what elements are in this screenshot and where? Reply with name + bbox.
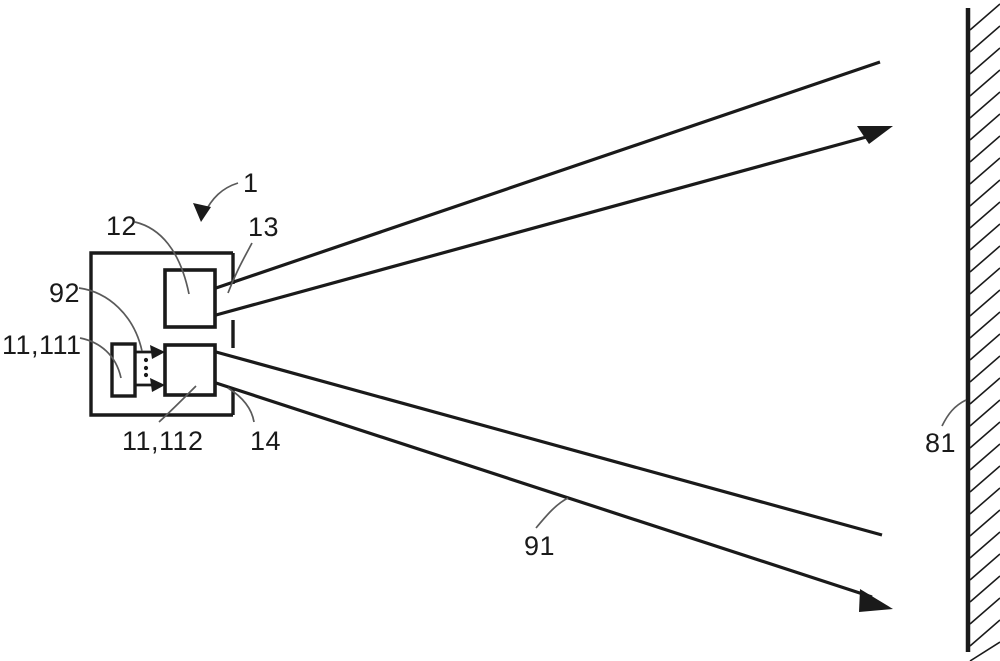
ray-upper-outgoing bbox=[215, 60, 881, 290]
label-ref-91: 91 bbox=[524, 531, 556, 561]
detector-array bbox=[110, 342, 137, 398]
leader-ref-91 bbox=[535, 497, 569, 529]
leader-ref-13 bbox=[227, 242, 253, 294]
ray-lower-incoming bbox=[215, 350, 883, 537]
leader-lines-group bbox=[78, 182, 967, 529]
reflecting-wall-group bbox=[965, 3, 1000, 661]
device-housing-group bbox=[89, 251, 235, 417]
receiver-module bbox=[163, 343, 217, 397]
ray-lower-outgoing bbox=[215, 381, 873, 599]
beam-arrowheads-group bbox=[857, 126, 893, 612]
leader-ref-81 bbox=[941, 399, 967, 427]
leader-arrowheads-group bbox=[193, 203, 211, 222]
beam-rays-group bbox=[215, 60, 883, 599]
internal-signal-group bbox=[136, 345, 165, 392]
leader-ref-11-111 bbox=[79, 337, 122, 379]
label-ref-81: 81 bbox=[925, 428, 957, 458]
signal-arrowhead-bottom bbox=[150, 378, 165, 392]
arrowhead-ref-1 bbox=[193, 203, 211, 222]
label-ref-92: 92 bbox=[49, 278, 81, 308]
wall-hatching bbox=[969, 3, 1000, 661]
ray-upper-returning bbox=[215, 134, 871, 317]
leader-ref-14 bbox=[227, 387, 255, 423]
leader-ref-12 bbox=[134, 221, 190, 295]
label-ref-14: 14 bbox=[250, 426, 282, 456]
transmitter-module bbox=[163, 268, 217, 329]
label-ref-1: 1 bbox=[243, 168, 259, 198]
label-ref-11-111: 11,111 bbox=[2, 330, 82, 360]
label-ref-12: 12 bbox=[106, 211, 138, 241]
signal-continuation-dots bbox=[143, 357, 149, 378]
leader-ref-92 bbox=[78, 287, 143, 352]
label-ref-11-112: 11,112 bbox=[122, 426, 204, 456]
housing-outline bbox=[89, 251, 233, 417]
arrowhead-lower bbox=[859, 589, 893, 612]
label-ref-13: 13 bbox=[248, 212, 280, 242]
signal-arrowhead-top bbox=[150, 345, 165, 359]
arrowhead-upper bbox=[857, 126, 893, 144]
leader-ref-11-112 bbox=[158, 385, 197, 423]
